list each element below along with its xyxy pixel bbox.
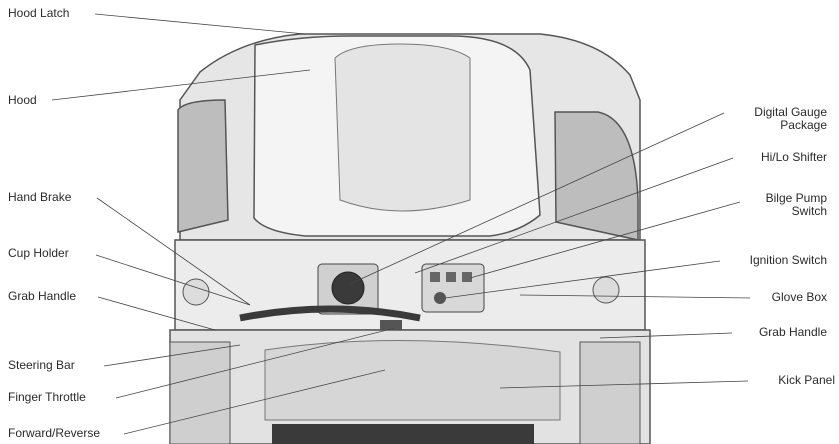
left-pillar: [169, 341, 231, 444]
label-bilge-pump-line1: Bilge Pump: [765, 191, 827, 205]
label-digital-gauge-package: Digital Gauge Package: [754, 106, 827, 132]
label-steering-bar: Steering Bar: [8, 358, 75, 372]
label-cup-holder: Cup Holder: [8, 246, 69, 260]
label-hi-lo-shifter: Hi/Lo Shifter: [760, 150, 827, 164]
label-grab-handle-right: Grab Handle: [758, 325, 827, 339]
leader-lines: [51, 13, 751, 435]
label-hood: Hood: [8, 93, 37, 107]
label-ignition-switch: Ignition Switch: [749, 253, 827, 267]
label-bilge-pump-line2: Switch: [791, 204, 827, 218]
switch-3: [462, 272, 472, 282]
label-glove-box: Glove Box: [771, 290, 827, 304]
label-forward-reverse: Forward/Reverse: [8, 426, 101, 440]
kick-panel-shape: [264, 340, 561, 421]
left-headlight: [182, 278, 210, 306]
label-finger-throttle: Finger Throttle: [8, 390, 86, 404]
label-digital-gauge-line2: Package: [780, 118, 827, 132]
label-hood-latch: Hood Latch: [8, 6, 70, 20]
switch-2: [446, 272, 456, 282]
label-grab-handle-left: Grab Handle: [8, 289, 77, 303]
label-kick-panel: Kick Panel: [778, 373, 835, 387]
hood-scoop: [334, 43, 471, 212]
steering-bar-shape: [239, 305, 421, 322]
gauge-dial: [331, 271, 365, 305]
switch-panel: [421, 263, 485, 313]
right-headlight: [592, 276, 620, 304]
label-digital-gauge-line1: Digital Gauge: [754, 105, 827, 119]
ignition-knob: [434, 292, 446, 304]
left-window: [177, 99, 229, 233]
label-hand-brake: Hand Brake: [8, 190, 72, 204]
floor-opening: [272, 424, 534, 444]
switch-1: [430, 272, 440, 282]
right-window: [554, 111, 639, 241]
right-pillar: [579, 341, 641, 444]
label-bilge-pump-switch: Bilge Pump Switch: [766, 192, 827, 218]
